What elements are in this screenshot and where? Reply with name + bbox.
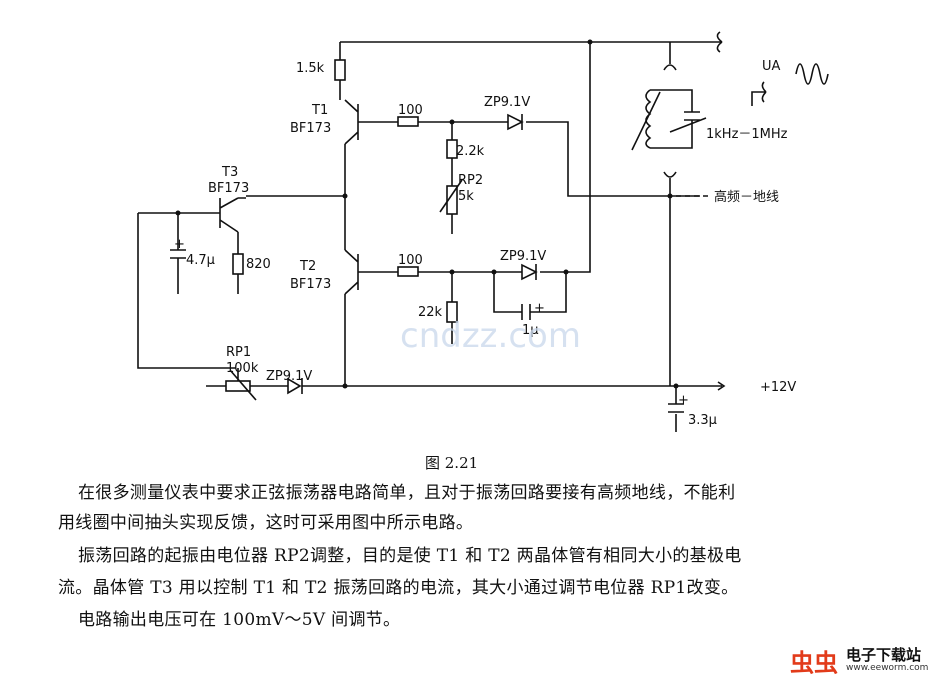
vcc-arrow-icon [712,381,726,391]
paragraph-2-line-2: 流。晶体管 T3 用以控制 T1 和 T2 振荡回路的电流，其大小通过调节电位器… [58,578,739,598]
label-c-1u-plus: + [534,301,545,316]
tank-coil-arrow-icon [631,91,661,151]
transistor-t1-icon [344,99,398,145]
label-t3-type: BF173 [208,181,249,196]
label-r-22k2: 2.2k [456,144,485,159]
paragraph-3-line-1: 电路输出电压可在 100mV～5V 间调节。 [78,610,401,630]
junction-dot [587,39,593,45]
junction-dot [491,269,497,275]
paragraph-2-line-1: 振荡回路的起振由电位器 RP2调整，目的是使 T1 和 T2 两晶体管有相同大小… [78,546,742,566]
watermark: cndzz.com [400,316,581,356]
label-freq: 1kHz－1MHz [706,127,788,142]
tank-connector-top-icon [663,64,677,71]
label-rp1-val: 100k [226,361,259,376]
output-bottom-terminal-icon [751,81,767,106]
potentiometer-rp2-icon [446,185,458,215]
resistor-t1-base [397,116,419,127]
zener-bottom-icon [287,377,303,395]
label-ua: UA [762,59,781,74]
paragraph-1-line-1: 在很多测量仪表中要求正弦振荡器电路简单，且对于振荡回路要接有高频地线，不能利 [78,483,736,503]
resistor-t2-base [397,266,419,277]
transistor-t2-icon [344,249,398,295]
t1-base-wire [418,121,700,197]
tank-connector-bottom-icon [663,171,677,178]
rp2-arrow-icon [439,179,463,213]
logo-title: 电子下载站 [846,646,922,664]
label-vcc: +12V [760,380,796,395]
label-r-top: 1.5k [296,61,325,76]
resistor-2k2 [446,139,458,159]
label-zd-bot: ZP9.1V [266,369,312,384]
label-zd-mid: ZP9.1V [500,249,546,264]
resistor-820 [232,253,244,275]
cap-1u-bypass-wire [493,272,567,313]
label-hf-ground: 高频－地线 [714,189,779,205]
label-r-22k: 22k [418,305,443,320]
label-rp2-val: 5k [458,189,474,204]
figure-caption: 图 2.21 [425,454,479,472]
t2-base-wire [418,42,591,273]
junction-dot [449,119,455,125]
label-zd-top: ZP9.1V [484,95,530,110]
label-r-t1-base: 100 [398,103,423,118]
junction-dot [449,269,455,275]
label-t2: T2 [299,259,316,274]
label-r-t2-base: 100 [398,253,423,268]
label-t1: T1 [311,103,328,118]
zener-top-icon [507,113,524,131]
junction-dot [667,193,673,199]
label-c-47u: 4.7μ [186,253,215,268]
label-rp1: RP1 [226,345,251,360]
logo-mark: 虫虫 [790,649,838,677]
transistor-t3-icon [219,197,246,254]
t3-feedback-wire [137,213,236,369]
tank-cap-arrow-icon [669,117,707,133]
circuit-diagram: 1.5k T1 BF173 T3 BF173 100 ZP9.1V 2.2k R… [137,31,829,432]
junction-dot [175,210,181,216]
capacitor-4u7-icon [170,249,186,259]
rp1-arrow-icon [229,368,257,401]
label-t3: T3 [221,165,238,180]
label-c-33u-plus: + [678,393,689,408]
logo-url: www.eeworm.com [846,663,928,673]
resistor-22k [446,301,458,323]
paragraph-1-line-2: 用线圈中间抽头实现反馈，这时可采用图中所示电路。 [58,513,474,533]
label-rp2: RP2 [458,173,483,188]
label-t1-type: BF173 [290,121,331,136]
label-c-1u: 1μ [522,323,539,338]
ua-sine-icon [795,63,829,85]
output-top-terminal-icon [712,31,723,53]
label-r-820: 820 [246,257,271,272]
label-c-47u-plus: + [174,237,185,252]
zener-mid-icon [521,263,538,281]
junction-dot [342,193,348,199]
capacitor-3u3-icon [668,403,684,413]
label-t2-type: BF173 [290,277,331,292]
label-c-33u: 3.3μ [688,413,717,428]
resistor-1k5 [334,59,346,81]
junction-dot [673,383,679,389]
junction-dot [342,383,348,389]
junction-dot [563,269,569,275]
capacitor-1u-icon [521,304,531,320]
tank-box-wire [650,89,693,149]
tank-capacitor-icon [684,111,700,121]
